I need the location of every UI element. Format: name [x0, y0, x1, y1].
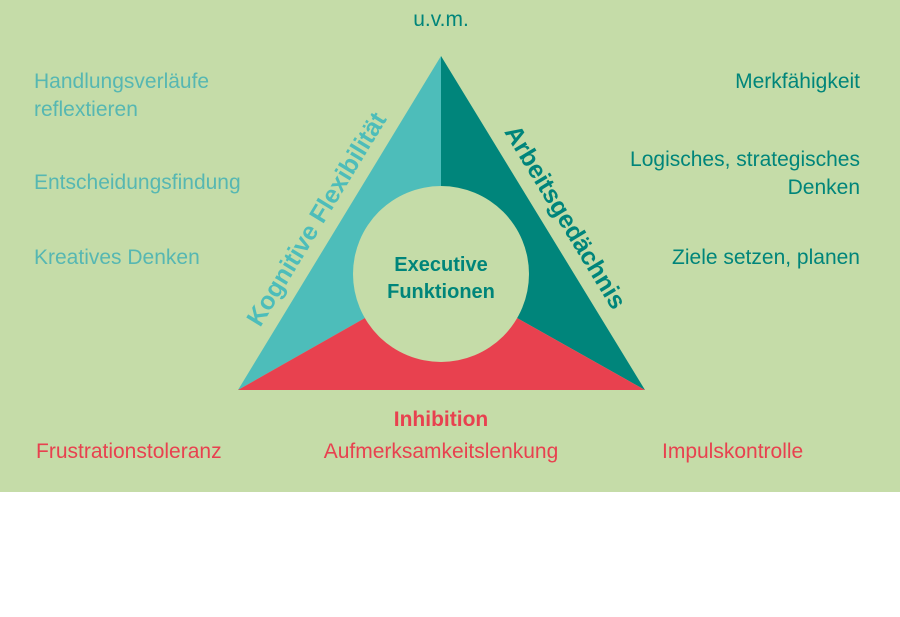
working-memory-item: Logisches, strategisches Denken	[630, 148, 860, 199]
working-memory-item: Ziele setzen, planen	[672, 246, 860, 269]
center-circle	[353, 186, 529, 362]
top-label: u.v.m.	[413, 8, 469, 31]
inhibition-item: Impulskontrolle	[662, 440, 804, 463]
flexibility-segment	[238, 56, 441, 390]
flexibility-item: Kreatives Denken	[34, 246, 200, 269]
inhibition-item: Frustrationstoleranz	[36, 440, 222, 463]
center-title-line1: Executive	[394, 254, 487, 276]
center-title-line2: Funktionen	[387, 281, 495, 303]
working-memory-segment	[441, 56, 645, 390]
inhibition-title: Inhibition	[393, 408, 489, 431]
triangle-diagram: Kognitive Flexibilität Arbeitsgedächnis …	[238, 56, 645, 390]
flexibility-item: Entscheidungsfindung	[34, 171, 241, 194]
working-memory-item: Merkfähigkeit	[735, 70, 860, 93]
inhibition-item: Aufmerksamkeitslenkung	[323, 440, 559, 463]
flexibility-item: Handlungsverläufe reflextieren	[34, 70, 210, 121]
